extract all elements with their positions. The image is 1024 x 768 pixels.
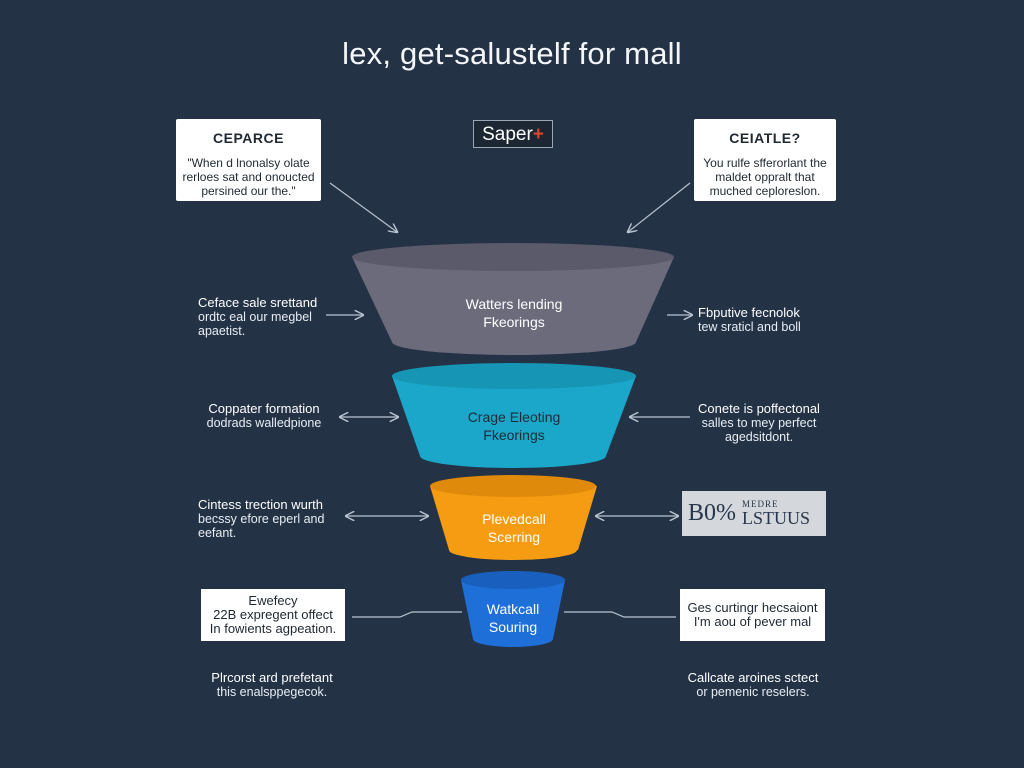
funnel-stage-3 <box>430 475 597 560</box>
footer-left-line1: Plrcorst ard prefetant <box>211 670 333 685</box>
funnel-stage-2 <box>392 363 636 468</box>
funnel-stage-1 <box>352 243 674 355</box>
right-note-2: Conete is poffectonal salles to mey perf… <box>692 401 826 445</box>
stage-2-label-line1: Crage Eleoting <box>467 409 561 425</box>
left-note-2-body: dodrads walledpione <box>206 416 322 430</box>
stage-3-label: Plevedcall Scerring <box>450 510 578 546</box>
page-title: lex, get-salustelf for mall <box>342 36 682 71</box>
stat-badge: B0% MEDRE LSTUUS <box>682 491 826 536</box>
funnel-stage-4 <box>461 571 565 647</box>
bottom-left-card-line2: 22B expregent offect <box>213 607 333 622</box>
connector-left-4 <box>352 611 462 618</box>
stage-1-label-line1: Watters lending <box>465 296 563 312</box>
footer-left-note: Plrcorst ard prefetant this enalsppegeco… <box>196 670 348 700</box>
stat-small-label: MEDRE <box>742 499 779 509</box>
stage-1-label: Watters lending Fkeorings <box>430 295 598 331</box>
bottom-left-card-line3: In fowients agpeation. <box>209 621 337 636</box>
bottom-right-card: Ges curtingr hecsaiont I'm aou of pever … <box>680 589 825 641</box>
stage-4-label-line1: Watkcall <box>486 601 540 617</box>
footer-right-note: Callcate aroines sctect or pemenic resel… <box>676 670 830 700</box>
stage-3-label-line2: Scerring <box>487 529 541 545</box>
top-right-card-title: CEIATLE? <box>729 130 801 146</box>
stage-4-label: Watkcall Souring <box>463 600 563 636</box>
top-right-card: CEIATLE? You rulfe sfferorlant the malde… <box>694 119 836 201</box>
arrow-top-left <box>329 182 397 232</box>
bottom-left-card: Ewefecy 22B expregent offect In fowients… <box>201 589 345 641</box>
stat-value: B0% <box>688 500 736 526</box>
top-left-card-title: CEPARCE <box>213 130 284 146</box>
right-note-1-body: tew sraticl and boll <box>698 320 801 334</box>
bottom-right-card-line2: I'm aou of pever mal <box>693 614 812 629</box>
stage-4-label-line2: Souring <box>488 619 538 635</box>
left-note-1-body: ordtc eal our megbel apaetist. <box>198 310 312 338</box>
left-note-1-title: Ceface sale srettand <box>198 295 318 310</box>
left-note-2: Coppater formation dodrads walledpione <box>198 401 330 431</box>
footer-right-line1: Callcate aroines sctect <box>687 670 819 685</box>
stage-2-label: Crage Eleoting Fkeorings <box>430 408 598 444</box>
top-left-card: CEPARCE "When d lnonalsy olate rerloes s… <box>176 119 321 201</box>
stage-1-label-line2: Fkeorings <box>483 314 545 330</box>
connector-right-4 <box>564 611 676 618</box>
stat-big-label: LSTUUS <box>742 508 811 528</box>
stat-words: MEDRE LSTUUS <box>742 499 811 528</box>
bottom-left-card-line1: Ewefecy <box>248 593 298 608</box>
left-note-3-body: becssy efore eperl and eefant. <box>198 512 325 540</box>
left-note-3-title: Cintess trection wurth <box>198 497 323 512</box>
stage-3-label-line1: Plevedcall <box>482 511 546 527</box>
right-note-2-title: Conete is poffectonal <box>698 401 820 416</box>
bottom-right-card-line1: Ges curtingr hecsaiont <box>687 600 818 615</box>
top-left-card-body: "When d lnonalsy olate rerloes sat and o… <box>182 156 315 198</box>
stage-2-label-line2: Fkeorings <box>483 427 545 443</box>
right-note-1: Fbputive fecnolok tew sraticl and boll <box>698 305 838 335</box>
plus-icon: + <box>532 124 544 145</box>
left-note-3: Cintess trection wurth becssy efore eper… <box>198 497 343 541</box>
footer-right-line2: or pemenic reselers. <box>696 685 810 699</box>
brand-logo: Saper+ <box>473 120 553 148</box>
left-note-1: Ceface sale srettand ordtc eal our megbe… <box>198 295 328 339</box>
footer-left-line2: this enalsppegecok. <box>216 685 328 699</box>
top-right-card-body: You rulfe sfferorlant the maldet oppralt… <box>703 156 827 198</box>
right-note-2-body: salles to mey perfect agedsitdont. <box>701 416 817 444</box>
right-note-1-title: Fbputive fecnolok <box>698 305 800 320</box>
left-note-2-title: Coppater formation <box>208 401 320 416</box>
arrow-top-right <box>628 182 691 232</box>
